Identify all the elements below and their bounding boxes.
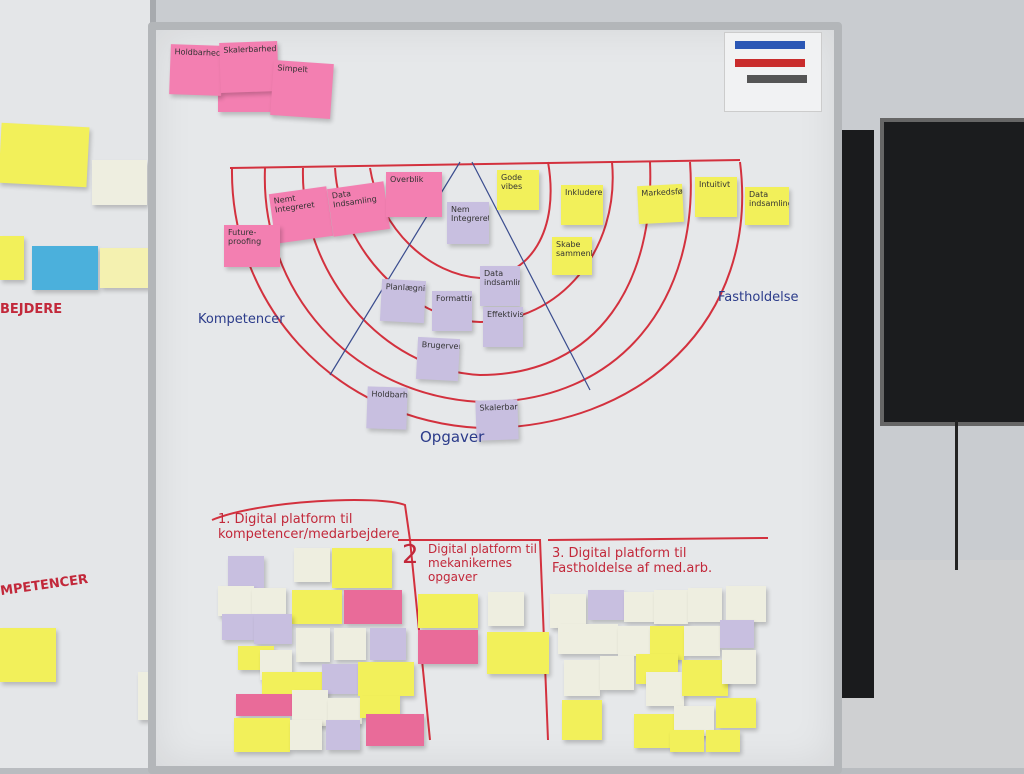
sticky-note: Holdbarhed bbox=[169, 44, 223, 96]
sticky-note: Data Indsamling bbox=[326, 181, 391, 237]
sticky-note bbox=[292, 590, 342, 624]
sticky-note bbox=[0, 628, 56, 682]
black-marker bbox=[747, 75, 807, 83]
sticky-note bbox=[618, 626, 652, 656]
sticky-note: Holdbarhed bbox=[366, 386, 408, 430]
left-heading: BEJDERE bbox=[0, 302, 63, 317]
sticky-note: Effektivisering bbox=[483, 307, 523, 347]
sticky-note bbox=[296, 628, 330, 662]
sticky-note: Simpelt bbox=[270, 59, 334, 120]
sticky-note bbox=[488, 592, 524, 626]
sticky-note bbox=[294, 548, 330, 582]
tv-screen bbox=[880, 118, 1024, 426]
sticky-note bbox=[646, 672, 684, 706]
sticky-note: Planlægning bbox=[379, 278, 427, 324]
sticky-note bbox=[326, 720, 360, 750]
sticky-note bbox=[688, 588, 722, 622]
sticky-note: Skabe sammenhold bbox=[552, 237, 592, 275]
sticky-note bbox=[564, 660, 600, 696]
section-title: Digital platform til mekanikernes opgave… bbox=[428, 542, 537, 584]
sticky-note bbox=[558, 624, 618, 654]
section-1-heading: 1. Digital platform til kompetencer/meda… bbox=[218, 512, 418, 542]
sticky-note bbox=[322, 664, 358, 694]
axis-label-kompetencer: Kompetencer bbox=[198, 312, 285, 327]
sticky-note bbox=[222, 614, 254, 640]
sticky-note bbox=[332, 548, 392, 588]
axis-label-opgaver: Opgaver bbox=[420, 428, 485, 446]
axis-label-fastholdelse: Fastholdelse bbox=[718, 290, 799, 305]
sticky-note bbox=[334, 628, 366, 660]
sticky-note bbox=[684, 626, 720, 656]
sticky-note bbox=[262, 672, 322, 694]
sticky-note bbox=[634, 714, 674, 748]
sticky-note: Data indsamling bbox=[480, 266, 520, 306]
sticky-note: Nem Integreret bbox=[447, 202, 489, 244]
sticky-note: Overblik bbox=[386, 172, 442, 217]
sticky-note bbox=[418, 630, 478, 664]
sticky-note bbox=[487, 632, 549, 674]
red-marker bbox=[735, 59, 805, 67]
tv-cable bbox=[955, 420, 958, 570]
sticky-note bbox=[624, 592, 656, 622]
sticky-note bbox=[236, 694, 292, 716]
sticky-note bbox=[228, 556, 264, 590]
sticky-note bbox=[344, 590, 402, 624]
sticky-note bbox=[218, 586, 254, 616]
blue-marker bbox=[735, 41, 805, 49]
sticky-note bbox=[32, 246, 98, 290]
sticky-note bbox=[720, 620, 754, 648]
sticky-note bbox=[726, 586, 766, 622]
sticky-note bbox=[360, 696, 400, 718]
section-title: Digital platform til Fastholdelse af med… bbox=[552, 546, 713, 576]
sticky-note bbox=[550, 594, 586, 628]
sticky-note: Formatting bbox=[432, 291, 472, 331]
sticky-note bbox=[562, 700, 602, 740]
sticky-note bbox=[722, 650, 756, 684]
sticky-note bbox=[254, 614, 292, 644]
section-number: 3. bbox=[552, 546, 565, 561]
sticky-note bbox=[716, 698, 756, 728]
sticky-note bbox=[370, 628, 406, 660]
sticky-note bbox=[0, 236, 24, 280]
sticky-note bbox=[706, 730, 740, 752]
sticky-note bbox=[682, 660, 728, 696]
sticky-note bbox=[588, 590, 624, 620]
sticky-note bbox=[654, 590, 688, 624]
sticky-note bbox=[328, 698, 362, 724]
section-3-heading: 3. Digital platform til Fastholdelse af … bbox=[552, 546, 762, 576]
sticky-note: Skalerbarhed bbox=[219, 41, 279, 93]
sticky-note bbox=[358, 662, 414, 696]
sticky-note: Intuitivt bbox=[695, 177, 737, 217]
sticky-note bbox=[234, 718, 290, 752]
section-number: 2 bbox=[402, 540, 419, 570]
sticky-note bbox=[600, 656, 634, 690]
sticky-note bbox=[92, 160, 147, 205]
sticky-note: Inkluderende bbox=[561, 185, 603, 225]
marker-tray bbox=[724, 32, 822, 112]
sticky-note: Markedsføring bbox=[637, 183, 684, 225]
sticky-note bbox=[670, 730, 704, 752]
sticky-note bbox=[290, 720, 322, 750]
sticky-note: Future-proofing bbox=[224, 225, 280, 267]
sticky-note: Data indsamling bbox=[745, 187, 789, 225]
sticky-note bbox=[252, 588, 286, 616]
sticky-note: Brugervenlighed bbox=[415, 336, 461, 382]
section-title: Digital platform til kompetencer/medarbe… bbox=[218, 512, 400, 542]
sticky-note bbox=[418, 594, 478, 628]
section-number: 1. bbox=[218, 512, 231, 527]
sticky-note bbox=[366, 714, 424, 746]
sticky-note: Gode vibes bbox=[497, 170, 539, 210]
